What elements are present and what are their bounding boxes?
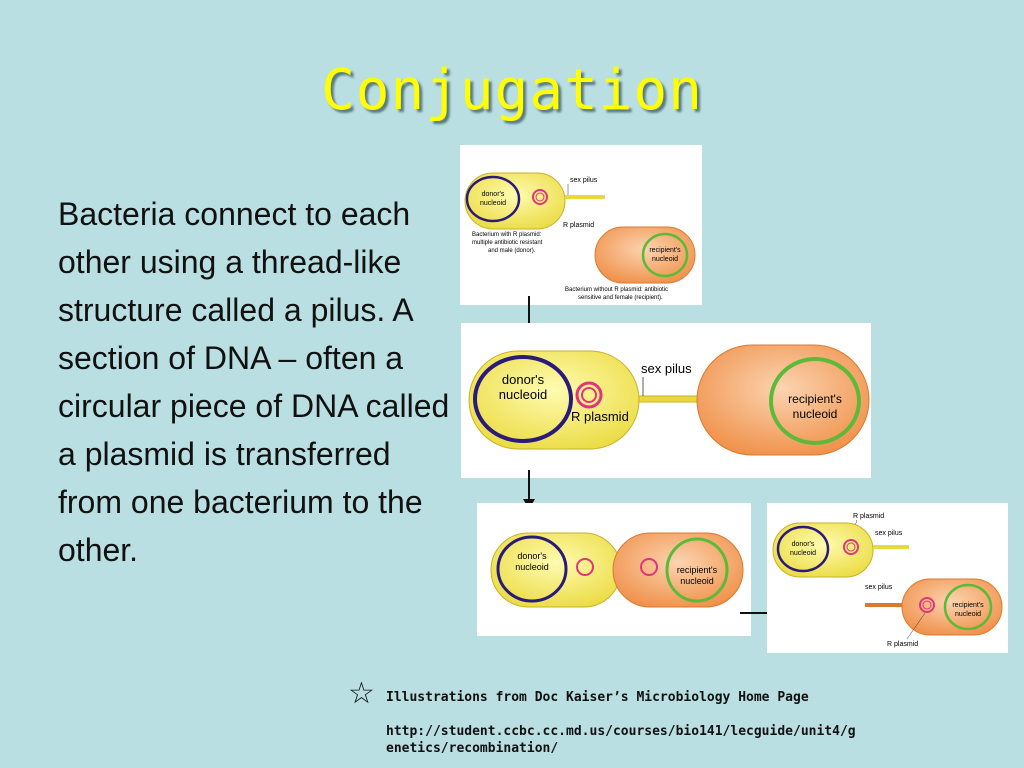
recipient-nucleoid	[665, 537, 729, 603]
r-plasmid-circle	[576, 558, 594, 576]
sex-pilus	[638, 395, 700, 403]
donor-cell	[772, 522, 874, 578]
panel-4-diagram: R plasmid sex pilus donor's nucleoid sex…	[772, 513, 1003, 648]
recipient-cell	[612, 532, 744, 608]
recipient-label-2: nucleoid	[652, 256, 678, 263]
donor-nucleoid	[473, 355, 573, 443]
transferred-plasmid-circle	[640, 558, 658, 576]
donor-cell	[464, 172, 566, 230]
top-pilus-label: sex pilus	[875, 530, 903, 537]
pilus-label: sex pilus	[641, 361, 692, 376]
recipient-label-2: nucleoid	[793, 407, 838, 421]
arrow-down-1	[528, 296, 530, 328]
panel-2-diagram: donor's nucleoid R plasmid sex pilus rec…	[468, 344, 870, 456]
donor-nucleoid	[776, 525, 830, 573]
bottom-pilus-label: sex pilus	[865, 584, 893, 591]
arrow-right	[740, 612, 778, 614]
diagram-panel-2: donor's nucleoid R plasmid sex pilus rec…	[461, 323, 871, 478]
donor-label-2: nucleoid	[480, 200, 506, 207]
diagram-panel-3: donor's nucleoid recipient's nucleoid	[477, 503, 751, 636]
donor-nucleoid	[496, 535, 568, 603]
donor-caption-2: multiple antibiotic resistant	[472, 240, 543, 246]
source-url-line-1[interactable]: http://student.ccbc.cc.md.us/courses/bio…	[386, 724, 856, 739]
recipient-nucleoid	[769, 357, 861, 445]
recipient-label-1: recipient's	[952, 602, 984, 609]
pilus-label: sex pilus	[570, 177, 598, 184]
panel-1-diagram: donor's nucleoid sex pilus R plasmid Bac…	[464, 172, 696, 301]
recipient-nucleoid	[943, 583, 993, 631]
donor-caption-1: Bacterium with R plasmid:	[472, 232, 542, 238]
plasmid-label: R plasmid	[571, 409, 629, 424]
recipient-plasmid-circle	[919, 597, 935, 613]
slide-title: Conjugation	[321, 58, 703, 123]
recipient-cell	[696, 344, 870, 456]
recipient-label-2: nucleoid	[955, 611, 981, 618]
donor-nucleoid	[465, 175, 521, 223]
recipient-nucleoid	[641, 232, 689, 278]
r-plasmid-circle	[575, 381, 603, 409]
arrow-down-2	[528, 470, 530, 502]
panel-3-diagram: donor's nucleoid recipient's nucleoid	[490, 532, 744, 608]
bottom-plasmid-label: R plasmid	[887, 641, 918, 648]
donor-label-1: donor's	[502, 372, 545, 387]
recipient-label-1: recipient's	[788, 392, 842, 406]
recipient-label-1: recipient's	[677, 565, 718, 575]
recipient-cell	[901, 578, 1003, 636]
donor-sex-pilus	[873, 545, 909, 549]
slide-body-text: Bacteria connect to each other using a t…	[58, 196, 450, 568]
donor-label-2: nucleoid	[499, 387, 547, 402]
top-plasmid-label: R plasmid	[853, 513, 884, 520]
donor-label-1: donor's	[792, 541, 815, 548]
recipient-label-2: nucleoid	[680, 576, 714, 586]
source-url-line-2[interactable]: enetics/recombination/	[386, 741, 559, 756]
plasmid-label: R plasmid	[563, 222, 594, 229]
donor-caption-3: and male (donor).	[488, 248, 536, 254]
donor-label-2: nucleoid	[790, 550, 816, 557]
recipient-caption-2: sensitive and female (recipient).	[578, 295, 663, 301]
diagram-panel-4: R plasmid sex pilus donor's nucleoid sex…	[767, 503, 1008, 653]
star-icon: ☆	[348, 676, 375, 711]
recipient-label-1: recipient's	[649, 247, 681, 254]
donor-label-1: donor's	[517, 551, 547, 561]
credit-text: Illustrations from Doc Kaiser’s Microbio…	[386, 690, 809, 705]
donor-plasmid-circle	[843, 539, 859, 555]
recipient-cell	[594, 226, 696, 284]
recipient-caption-1: Bacterium without R plasmid: antibiotic	[565, 287, 668, 293]
diagram-panel-1: donor's nucleoid sex pilus R plasmid Bac…	[460, 145, 702, 305]
sex-pilus	[565, 195, 605, 199]
donor-label-1: donor's	[482, 191, 505, 198]
donor-label-2: nucleoid	[515, 562, 549, 572]
recipient-sex-pilus	[865, 603, 905, 607]
r-plasmid-circle	[532, 189, 548, 205]
